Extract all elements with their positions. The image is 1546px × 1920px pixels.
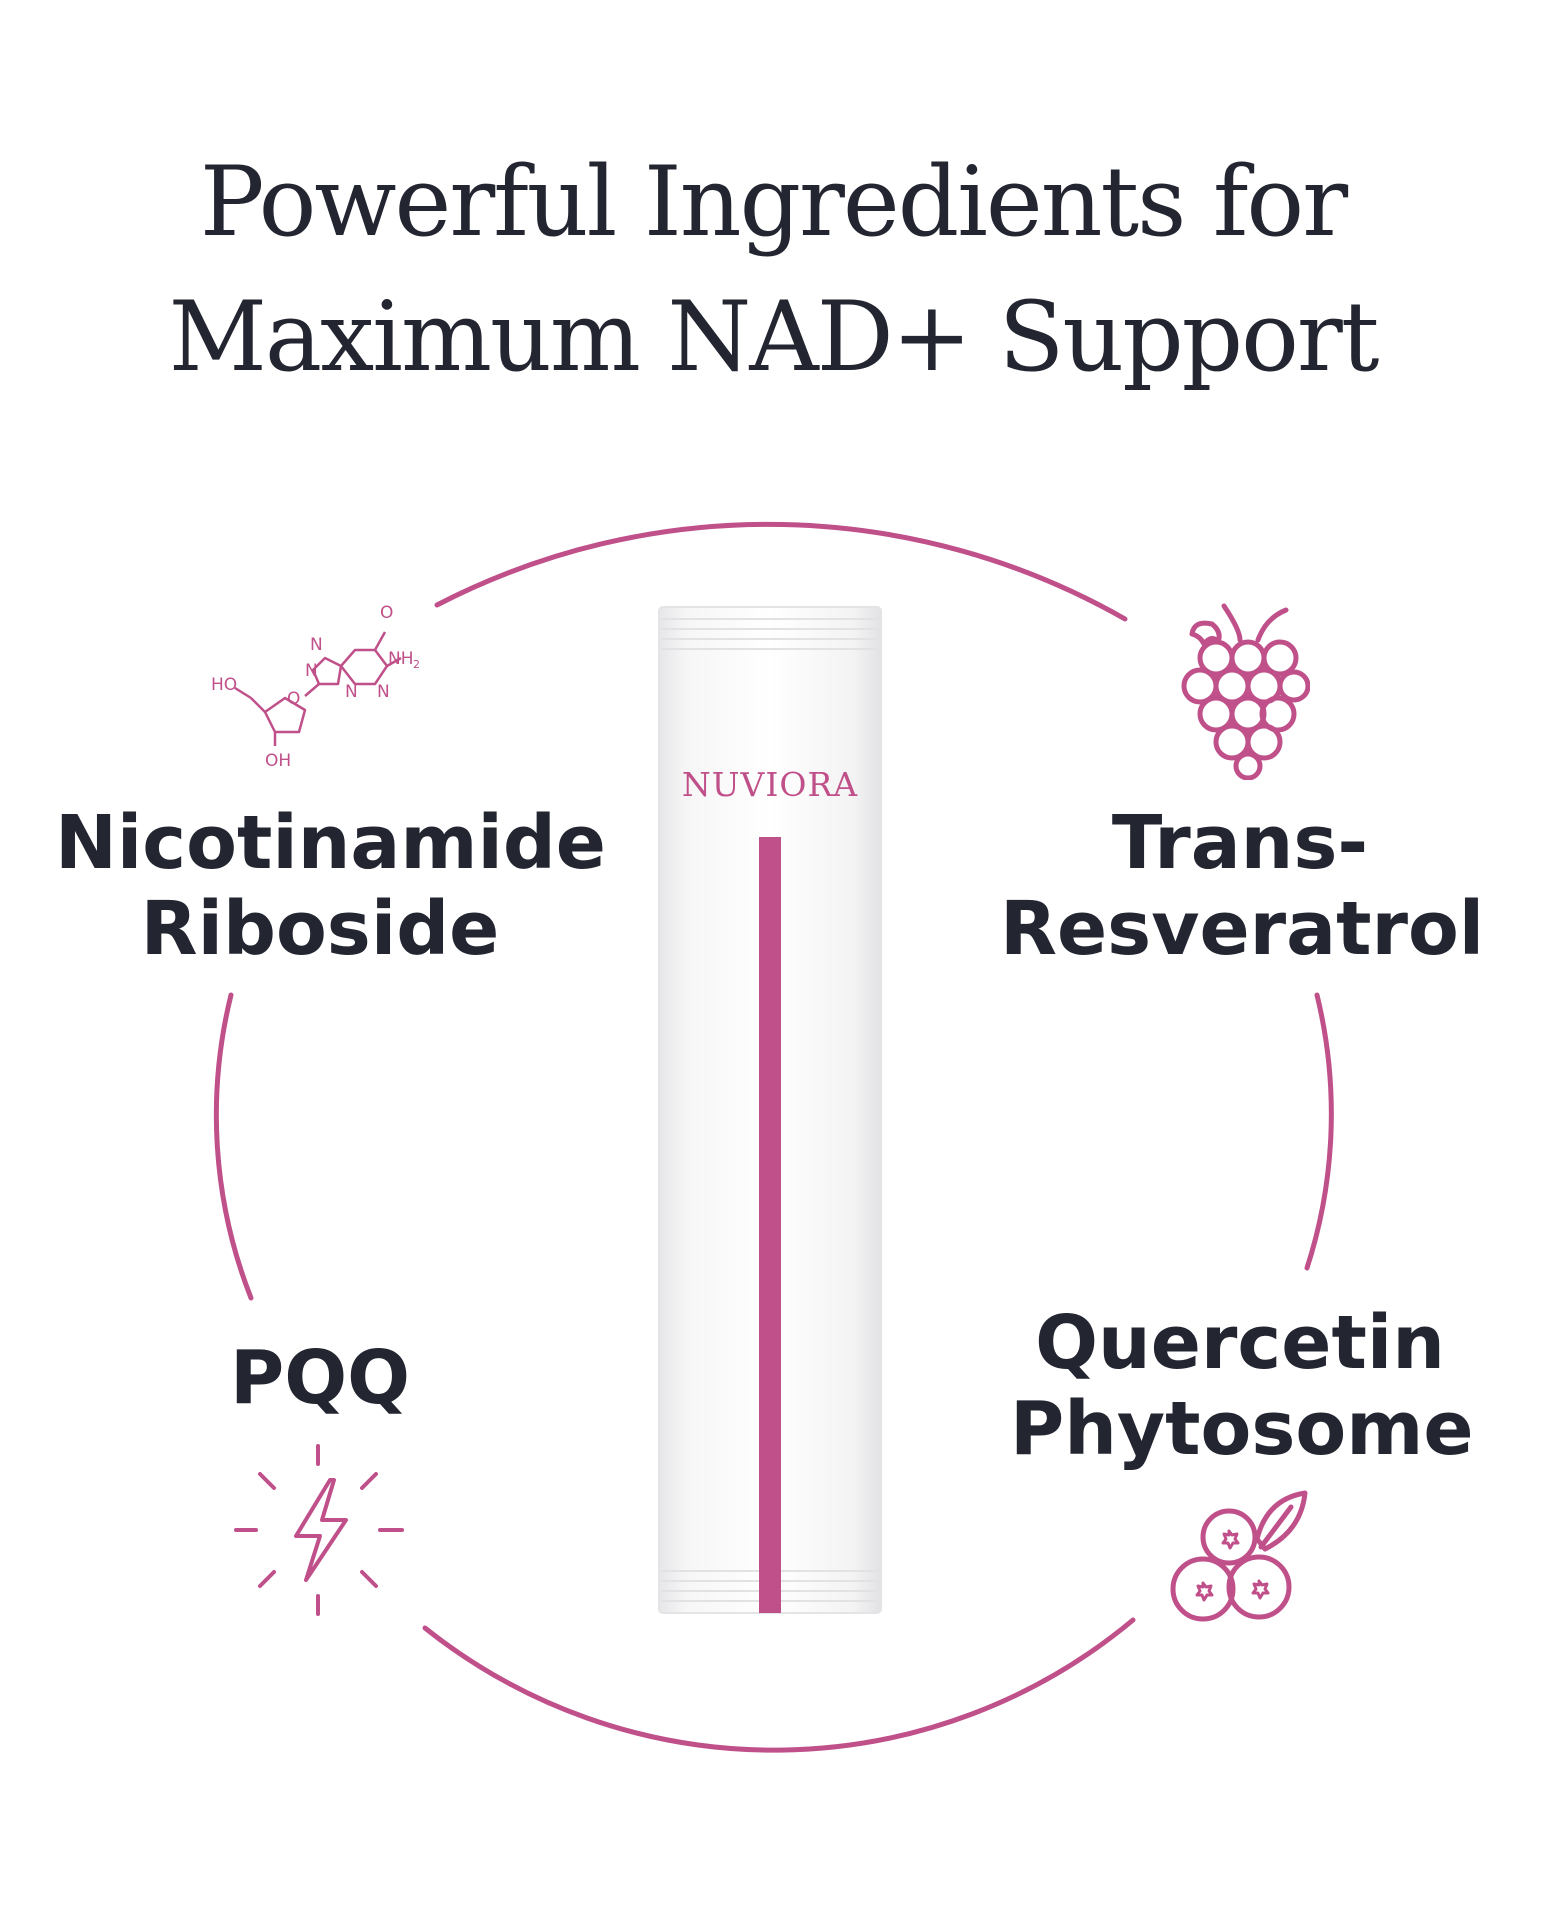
page-title: Powerful Ingredients for Maximum NAD+ Su…	[0, 135, 1546, 405]
ring-arc-right	[1304, 992, 1334, 1271]
ingredient-label-line: Trans-	[1111, 800, 1369, 886]
brand-logo: NUVIORA	[681, 765, 859, 804]
molecule-label-ho: HO	[211, 675, 237, 695]
molecule-label-n3: N	[345, 682, 358, 702]
grapes-icon	[1181, 603, 1310, 780]
molecule-label-subscript: 2	[413, 658, 420, 671]
molecule-label-n4: N	[377, 682, 390, 702]
ingredient-label-line: PQQ	[229, 1335, 411, 1421]
molecule-label-nh: NH	[388, 649, 414, 669]
product-sachet	[658, 606, 882, 1614]
molecule-icon: HO OH O O N N N N NH 2	[211, 603, 420, 771]
lightning-icon	[234, 1444, 404, 1616]
ingredient-label-pqq: PQQ	[145, 1335, 495, 1421]
ingredient-label-line: Phytosome	[1010, 1386, 1474, 1472]
ingredient-label-line: Resveratrol	[1000, 886, 1485, 972]
ingredient-label-nicotinamide-riboside: Nicotinamide Riboside	[55, 800, 606, 972]
berries-icon	[1170, 1490, 1308, 1622]
page-title-line-1: Powerful Ingredients for	[199, 146, 1348, 258]
molecule-label-o-top: O	[380, 603, 393, 623]
ingredient-label-trans-resveratrol: Trans- Resveratrol	[1000, 800, 1485, 972]
ring-arc-left	[213, 992, 254, 1301]
molecule-label-n2: N	[305, 661, 318, 681]
ring-arc-top	[434, 521, 1128, 622]
sachet-stripe	[759, 837, 781, 1613]
ingredient-label-line: Quercetin	[1035, 1300, 1445, 1386]
ingredient-label-quercetin-phytosome: Quercetin Phytosome	[1010, 1300, 1474, 1472]
molecule-label-n1: N	[310, 635, 323, 655]
molecule-label-o-ring: O	[287, 689, 300, 709]
ingredient-label-line: Nicotinamide	[55, 800, 606, 886]
ingredient-label-line: Riboside	[140, 886, 500, 972]
page-title-line-2: Maximum NAD+ Support	[168, 281, 1380, 393]
molecule-label-oh: OH	[265, 751, 291, 771]
ring-arc-bottom	[422, 1617, 1136, 1753]
